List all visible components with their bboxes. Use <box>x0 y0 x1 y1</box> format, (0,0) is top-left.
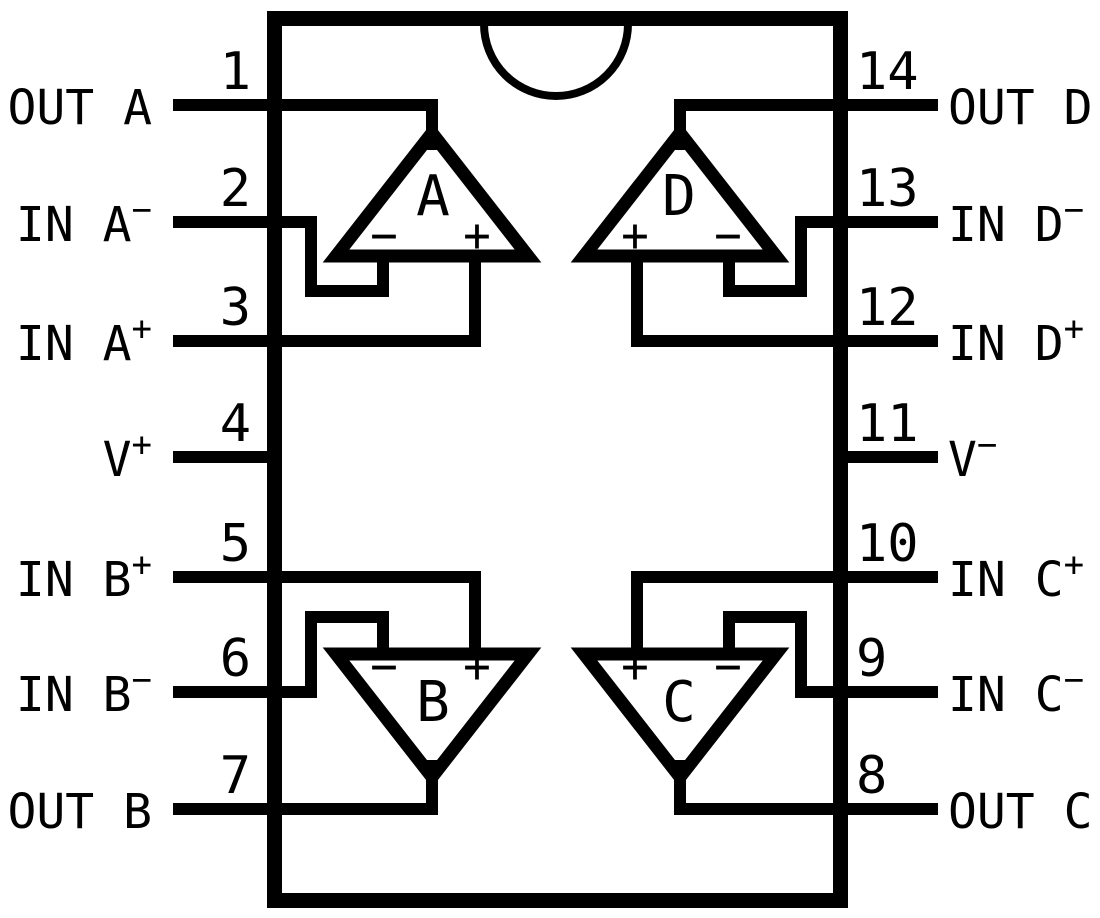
opamp-c-inverting-sign: − <box>714 639 742 693</box>
pin-4-label: V+ <box>103 425 152 488</box>
pin-14-label: OUT D <box>948 80 1093 136</box>
opamp-c-noninverting-sign: + <box>621 639 649 693</box>
wire-pin2-in-a-inv <box>173 216 389 297</box>
pin-6-label: IN B− <box>16 660 152 723</box>
pin-3-number: 3 <box>220 278 251 338</box>
pin-8-label: OUT C <box>948 784 1093 840</box>
pin-1-number: 1 <box>220 42 251 102</box>
wire-pin9-in-c-inv <box>723 611 938 698</box>
pin-12-number: 12 <box>856 278 919 338</box>
opamp-c-letter: C <box>662 670 696 735</box>
pin-13-label: IN D− <box>948 190 1084 253</box>
pin-5-number: 5 <box>220 514 251 574</box>
wire-pin12-in-d-non <box>631 252 938 347</box>
wire-pin10-in-c-non <box>631 571 938 658</box>
pin-14-number: 14 <box>856 42 919 102</box>
pin-2-number: 2 <box>220 159 251 219</box>
pin-11-label: V− <box>948 425 997 488</box>
opamp-b-letter: B <box>416 670 450 735</box>
pin-7-label: OUT B <box>8 784 153 840</box>
pin-3-label: IN A+ <box>16 309 152 372</box>
opamp-d-letter: D <box>662 164 696 229</box>
wire-pin5-in-b-non <box>173 571 481 658</box>
opamp-a-triangle <box>322 122 542 263</box>
pin-9-number: 9 <box>856 629 887 689</box>
pin-2-label: IN A− <box>16 190 152 253</box>
wire-pin8-out-c <box>674 760 938 815</box>
index-notch <box>480 23 632 100</box>
wire-pin13-in-d-inv <box>723 216 938 297</box>
opamp-d-triangle <box>570 122 790 263</box>
wire-pin14-out-d <box>674 99 938 150</box>
wire-pin3-in-a-non <box>173 252 481 347</box>
opamp-c-triangle <box>570 647 790 788</box>
pin-12-label: IN D+ <box>948 309 1084 372</box>
opamp-a-letter: A <box>416 164 450 229</box>
opamp-a-noninverting-sign: + <box>463 208 491 262</box>
pin-11-number: 11 <box>856 394 919 454</box>
pin-10-label: IN C+ <box>948 545 1084 608</box>
opamp-b-inverting-sign: − <box>370 639 398 693</box>
ic-package-body <box>267 11 848 908</box>
pin-10-number: 10 <box>856 514 919 574</box>
opamp-b-triangle <box>322 647 542 788</box>
wire-pin7-out-b <box>173 760 438 815</box>
opamp-a-inverting-sign: − <box>370 208 398 262</box>
pin-5-label: IN B+ <box>16 545 152 608</box>
pin-4-number: 4 <box>220 394 251 454</box>
pin-8-number: 8 <box>856 746 887 806</box>
opamp-b-noninverting-sign: + <box>463 639 491 693</box>
wire-pin6-in-b-inv <box>173 611 389 698</box>
pin-1-label: OUT A <box>8 80 153 136</box>
pin-13-number: 13 <box>856 159 919 219</box>
pin-7-number: 7 <box>220 746 251 806</box>
opamp-d-noninverting-sign: + <box>621 208 649 262</box>
pin-6-number: 6 <box>220 629 251 689</box>
wire-pin1-out-a <box>173 99 438 150</box>
pin-9-label: IN C− <box>948 660 1084 723</box>
opamp-d-inverting-sign: − <box>714 208 742 262</box>
